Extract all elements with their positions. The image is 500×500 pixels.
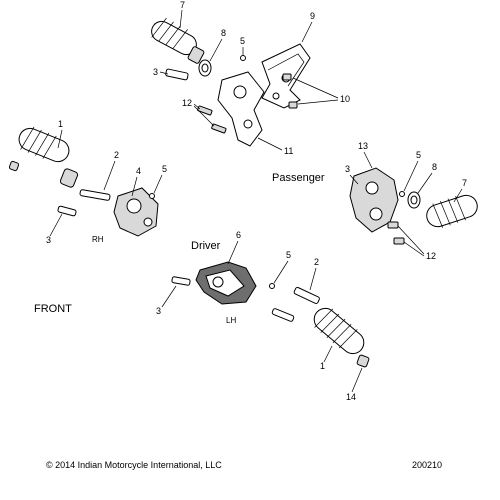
- label-passenger: Passenger: [272, 172, 325, 184]
- bolt-12b: [211, 123, 227, 134]
- bolt-2-left: [79, 189, 111, 201]
- callout-1-bottom: 1: [320, 361, 325, 371]
- callout-14: 14: [346, 392, 356, 402]
- label-rh: RH: [92, 235, 104, 244]
- driver-footpeg-lh: [313, 307, 365, 355]
- passenger-mount-casting: [217, 71, 265, 147]
- label-lh: LH: [226, 316, 236, 325]
- fastener-5-bottom: [269, 283, 275, 289]
- callout-2-bottom: 2: [314, 257, 319, 267]
- callout-8-right: 8: [432, 162, 437, 172]
- callout-6: 6: [236, 230, 241, 240]
- pin-top: [165, 68, 189, 81]
- callout-2-left: 2: [114, 150, 119, 160]
- callout-7-top: 7: [180, 0, 185, 10]
- bolt-2b-bottom: [271, 308, 295, 322]
- callout-3-right: 3: [345, 164, 350, 174]
- callout-4: 4: [136, 166, 141, 176]
- callout-13: 13: [358, 141, 368, 151]
- driver-footpeg-rh: [18, 126, 79, 188]
- fastener-top: [240, 55, 246, 61]
- callout-11: 11: [284, 146, 293, 156]
- figure-number: 200210: [412, 460, 442, 470]
- bolt-12a: [197, 105, 213, 116]
- bolt-10a: [282, 73, 292, 81]
- label-front: FRONT: [34, 303, 72, 315]
- bolt-10b: [288, 101, 298, 109]
- callout-5-right: 5: [416, 150, 421, 160]
- callout-10: 10: [340, 94, 350, 104]
- callout-7-right: 7: [462, 178, 467, 188]
- callout-3-bottom: 3: [156, 306, 161, 316]
- callout-8-top: 8: [221, 28, 226, 38]
- callout-5-left: 5: [162, 164, 167, 174]
- nut-14-bottom: [356, 354, 370, 368]
- pin-3-bottom: [171, 276, 191, 286]
- copyright-text: © 2014 Indian Motorcycle International, …: [46, 460, 222, 470]
- nut-14-left: [8, 160, 20, 172]
- callout-5-bottom: 5: [286, 250, 291, 260]
- passenger-footpeg-top: [151, 17, 205, 64]
- callout-9: 9: [310, 11, 315, 21]
- bolt-2-bottom: [293, 286, 320, 304]
- callout-3-left: 3: [46, 235, 51, 245]
- label-driver: Driver: [191, 240, 221, 252]
- bolt-12d: [393, 237, 405, 245]
- pin-3-left: [57, 205, 77, 217]
- callout-5-top: 5: [240, 36, 245, 46]
- callout-1-left: 1: [58, 119, 63, 129]
- bolt-12c: [387, 221, 399, 229]
- callout-12-right: 12: [426, 251, 436, 261]
- callout-12-top: 12: [182, 98, 192, 108]
- callout-3-top: 3: [153, 67, 158, 77]
- fastener-5-left: [149, 193, 155, 199]
- passenger-footpeg-rh: [426, 194, 478, 228]
- fastener-5-right: [399, 191, 405, 197]
